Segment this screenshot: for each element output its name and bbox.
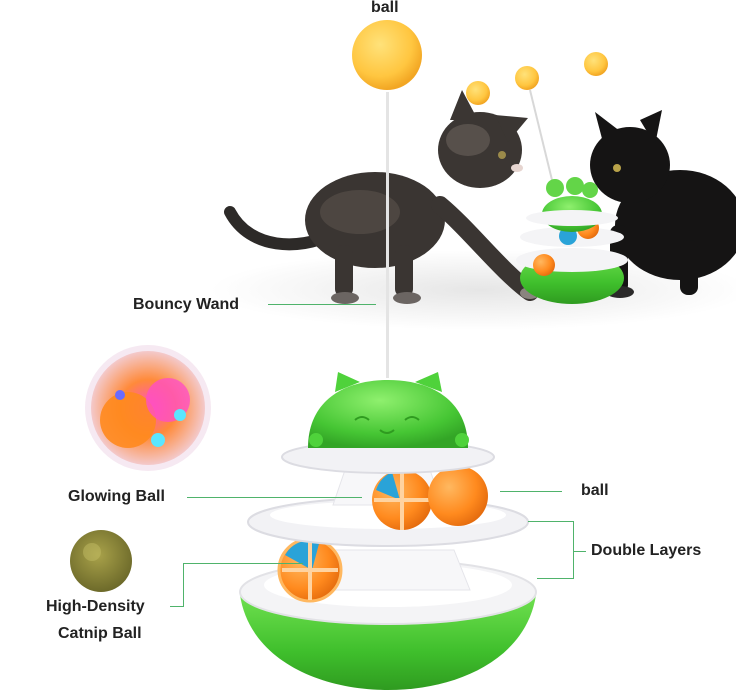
label-double-layers: Double Layers [591, 542, 702, 559]
double-layers-stub [574, 551, 586, 552]
catnip-ball [70, 530, 132, 592]
upper-bell-ball [372, 470, 432, 530]
cat-head-dome [308, 372, 469, 448]
catnip-pointer-vertical [183, 563, 184, 607]
label-top-ball: ball [371, 0, 399, 16]
right-ball-pointer [500, 491, 562, 492]
floating-ball [466, 81, 490, 105]
double-layers-bracket [573, 521, 574, 579]
toy-in-photo [516, 177, 628, 304]
catnip-pointer-stub [170, 606, 184, 607]
bouncy-wand-pointer [268, 304, 376, 305]
top-ball [352, 20, 422, 90]
catnip-pointer-top [183, 563, 303, 564]
double-layers-top-pointer [528, 521, 574, 522]
main-toy [239, 20, 537, 690]
label-catnip-line2: Catnip Ball [58, 625, 142, 642]
bouncy-wand [386, 92, 389, 378]
double-layers-bottom-pointer [537, 578, 574, 579]
kittens-photo [224, 52, 736, 304]
floating-ball [515, 66, 539, 90]
lower-bell-ball [277, 537, 343, 603]
label-catnip-line1: High-Density [46, 598, 145, 615]
label-bouncy-wand: Bouncy Wand [133, 296, 240, 313]
glowing-ball-pointer [187, 497, 362, 498]
floating-ball [584, 52, 608, 76]
label-right-ball: ball [581, 482, 609, 499]
label-glowing-ball: Glowing Ball [68, 488, 165, 505]
tabby-kitten [224, 90, 540, 304]
glowing-ball-inset [85, 345, 211, 471]
upper-plain-ball [428, 466, 488, 526]
